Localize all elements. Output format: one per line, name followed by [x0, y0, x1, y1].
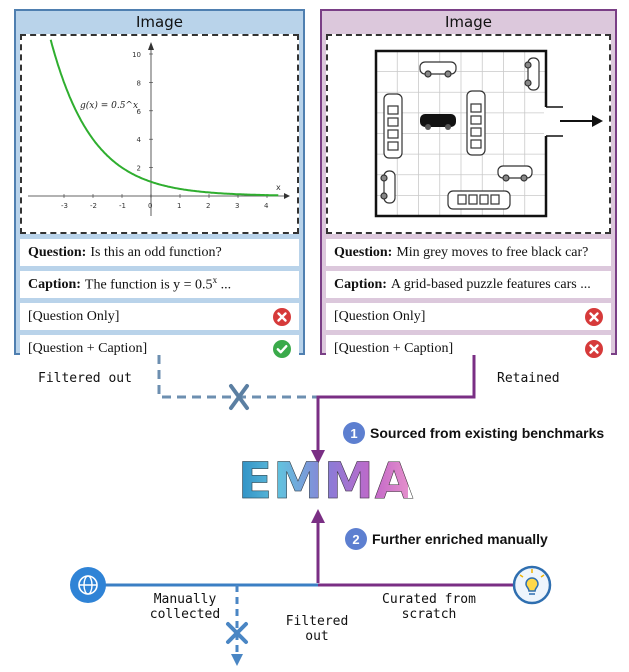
curated-line-1: Curated from	[382, 592, 476, 607]
right-question-row: Question: Min grey moves to free black c…	[326, 239, 611, 266]
x-tick-label: -3	[61, 202, 68, 210]
left-caption-row: Caption: The function is y = 0.5x ...	[20, 271, 299, 298]
retained-arrow-head	[311, 450, 325, 464]
filter-bottom-x-icon	[226, 622, 248, 644]
filtered-dashed-line	[157, 355, 318, 399]
retained-line	[316, 355, 476, 453]
caption-text: The function is y = 0.5	[84, 277, 213, 293]
enrich-arrow-head	[311, 509, 325, 523]
step-2-label: Further enriched manually	[372, 531, 548, 547]
y-tick-label: 10	[132, 51, 141, 59]
caption-exponent: x	[212, 275, 218, 286]
puzzle-grid	[376, 51, 546, 216]
caption-tail: ...	[217, 277, 232, 293]
left-question-only-row: [Question Only]	[20, 303, 299, 330]
lightbulb-icon	[512, 565, 552, 605]
question-only-label: [Question Only]	[28, 308, 120, 324]
y-tick-label: 4	[137, 136, 142, 144]
left-question-row: Question: Is this an odd function?	[20, 239, 299, 266]
right-caption-row: Caption: A grid-based puzzle features ca…	[326, 271, 611, 298]
step-1-label: Sourced from existing benchmarks	[370, 425, 605, 441]
filter-x-icon	[229, 384, 249, 410]
black-target-car	[420, 114, 456, 130]
exponential-curve	[49, 39, 279, 197]
exit-arrow-head	[592, 115, 603, 127]
wrong-icon	[273, 307, 291, 326]
emma-logo: EMMA	[238, 452, 415, 511]
filtered-bottom-arrow-head	[231, 654, 243, 666]
x-axis-arrow	[284, 193, 290, 199]
caption-label: Caption:	[28, 276, 81, 292]
grey-car-lower-right	[497, 165, 533, 182]
check-icon	[273, 339, 291, 358]
right-question-only-row: [Question Only]	[326, 303, 611, 330]
x-tick-label: 3	[235, 202, 239, 210]
grey-car-lower-left	[380, 170, 396, 204]
grey-bus-left	[383, 93, 403, 159]
x-tick-label: 2	[206, 202, 210, 210]
curated-line-2: scratch	[401, 607, 457, 622]
question-caption-label: [Question + Caption]	[334, 340, 454, 356]
grey-bus-middle	[466, 90, 486, 156]
y-axis-arrow	[148, 42, 154, 50]
filtered-out-bottom-label: Filtered out	[282, 614, 352, 644]
curated-label: Curated from scratch	[374, 592, 484, 622]
filtered-bottom-line-1: Filtered	[285, 614, 349, 629]
question-caption-label: [Question + Caption]	[28, 340, 148, 356]
x-tick-label: 4	[264, 202, 269, 210]
caption-text: A grid-based puzzle features cars ...	[390, 276, 591, 292]
exponential-plot: -3 -2 -1 0 1 2 3 4 2 4 6 8 10 x g(x) = 0.5^x	[28, 39, 290, 216]
question-only-label: [Question Only]	[334, 308, 426, 324]
right-image-box	[326, 34, 611, 234]
y-tick-labels: 2 4 6 8 10	[132, 51, 153, 173]
question-label: Question:	[28, 244, 87, 260]
x-axis-label: x	[276, 183, 281, 192]
wrong-icon	[585, 307, 603, 326]
question-text: Min grey moves to free black car?	[396, 244, 589, 260]
caption-label: Caption:	[334, 276, 387, 292]
retained-label: Retained	[497, 371, 560, 386]
y-tick-label: 2	[137, 165, 141, 173]
question-label: Question:	[334, 244, 393, 260]
manually-collected-line-1: Manually	[153, 592, 217, 607]
x-tick-label: -2	[90, 202, 97, 210]
grey-car-right-vertical	[524, 57, 540, 91]
manually-collected-line-2: collected	[149, 607, 221, 622]
question-text: Is this an odd function?	[90, 244, 222, 260]
wrong-icon	[585, 339, 603, 358]
left-panel-title: Image	[136, 13, 183, 31]
x-tick-label: -1	[119, 202, 126, 210]
right-question-caption-row: [Question + Caption]	[326, 335, 611, 362]
parking-puzzle-image	[374, 49, 603, 218]
filtered-bottom-line-2: out	[305, 629, 329, 644]
x-tick-label: 1	[177, 202, 181, 210]
grey-bus-bottom	[447, 190, 511, 210]
filtered-out-label: Filtered out	[38, 371, 132, 386]
left-image-box: -3 -2 -1 0 1 2 3 4 2 4 6 8 10 x g(x) = 0.5^x	[20, 34, 299, 234]
y-tick-label: 8	[137, 79, 141, 87]
x-tick-label: 0	[148, 202, 152, 210]
function-formula: g(x) = 0.5^x	[80, 100, 138, 111]
right-example-panel: Image	[320, 9, 617, 362]
grey-car-top	[419, 61, 457, 78]
manually-collected-label: Manually collected	[145, 592, 225, 622]
globe-icon	[70, 567, 106, 603]
right-panel-title: Image	[445, 13, 492, 31]
step-2-badge: 2	[345, 528, 367, 550]
y-tick-label: 6	[137, 108, 142, 116]
step-1-badge: 1	[343, 422, 365, 444]
